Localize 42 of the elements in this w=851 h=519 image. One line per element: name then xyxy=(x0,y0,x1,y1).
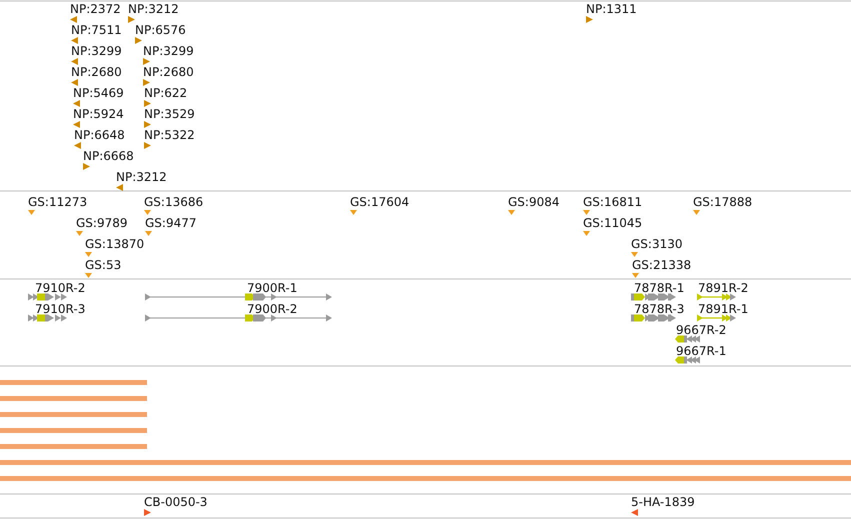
feature-label: NP:6648 xyxy=(74,128,125,142)
feature-label: NP:3529 xyxy=(144,107,195,121)
feature-label: NP:622 xyxy=(144,86,188,100)
feature-label: NP:3212 xyxy=(128,2,179,16)
feature-label: NP:2372 xyxy=(70,2,121,16)
feature-label: GS:53 xyxy=(85,258,122,272)
gene-label: 7900R-1 xyxy=(247,281,298,295)
feature-label: NP:2680 xyxy=(143,65,194,79)
feature-label: NP:6668 xyxy=(83,149,134,163)
gene-label: 7878R-3 xyxy=(634,302,684,316)
gene-label: 7878R-1 xyxy=(634,281,684,295)
feature-label: NP:6576 xyxy=(135,23,186,37)
feature-label: GS:11045 xyxy=(583,216,642,230)
gene-label: 7900R-2 xyxy=(247,302,298,316)
feature-label: GS:9789 xyxy=(76,216,128,230)
feature-label: NP:3299 xyxy=(143,44,194,58)
feature-label: NP:7511 xyxy=(71,23,122,37)
feature-label: GS:3130 xyxy=(631,237,682,251)
feature-label: GS:16811 xyxy=(583,195,642,209)
feature-label: GS:17888 xyxy=(693,195,752,209)
feature-label: NP:5924 xyxy=(73,107,124,121)
feature-label: GS:13870 xyxy=(85,237,144,251)
feature-label: GS:21338 xyxy=(632,258,692,272)
feature-label: NP:3212 xyxy=(116,170,167,184)
gene-label: 7891R-2 xyxy=(698,281,748,295)
feature-label: NP:2680 xyxy=(71,65,122,79)
gene-label: 7891R-1 xyxy=(698,302,748,316)
gene-label: 7910R-2 xyxy=(35,281,86,295)
feature-label: NP:5322 xyxy=(144,128,195,142)
feature-label: CB-0050-3 xyxy=(144,495,208,509)
gene-label: 9667R-1 xyxy=(676,344,726,358)
feature-label: GS:9477 xyxy=(145,216,196,230)
feature-label: GS:9084 xyxy=(508,195,560,209)
feature-label: GS:17604 xyxy=(350,195,410,209)
feature-label: NP:5469 xyxy=(73,86,124,100)
feature-label: NP:3299 xyxy=(71,44,122,58)
gene-label: 9667R-2 xyxy=(676,323,726,337)
feature-label: NP:1311 xyxy=(586,2,637,16)
feature-label: GS:13686 xyxy=(144,195,204,209)
feature-label: GS:11273 xyxy=(28,195,88,209)
feature-label: 5-HA-1839 xyxy=(631,495,695,509)
gene-label: 7910R-3 xyxy=(35,302,86,316)
